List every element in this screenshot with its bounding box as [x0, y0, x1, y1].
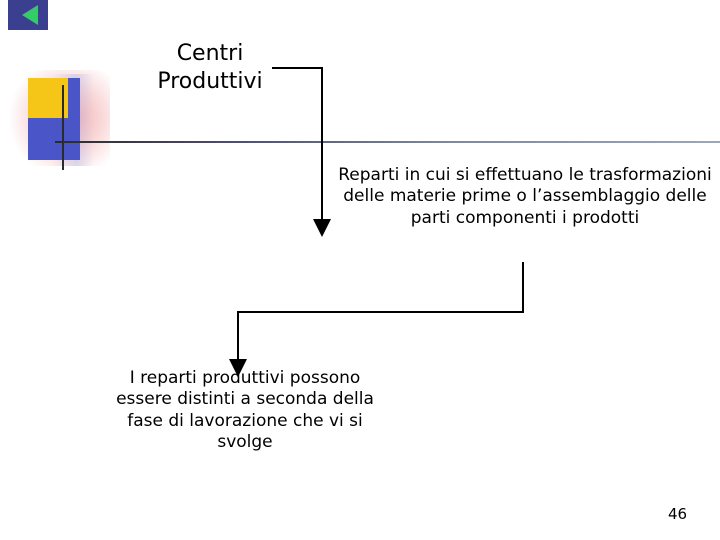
- page-title-line-2: Produttivi: [157, 68, 263, 94]
- back-arrow-icon: [22, 5, 38, 25]
- back-button[interactable]: [8, 0, 48, 30]
- vertical-divider: [62, 85, 64, 170]
- body-text-left: I reparti produttivi possono essere dist…: [116, 368, 374, 452]
- page-title: Centri Produttivi: [110, 40, 310, 95]
- elbow-arrow-down-left-icon: [229, 262, 524, 377]
- horizontal-divider: [55, 141, 720, 143]
- yellow-square-decor: [28, 78, 68, 118]
- blue-square-decor: [28, 118, 68, 160]
- page-number: 46: [668, 505, 688, 523]
- blue-column-decor: [68, 78, 80, 160]
- page-title-line-1: Centri: [176, 41, 244, 66]
- decorative-corner-graphic: [0, 0, 110, 166]
- body-text-right: Reparti in cui si effettuano le trasform…: [338, 165, 712, 228]
